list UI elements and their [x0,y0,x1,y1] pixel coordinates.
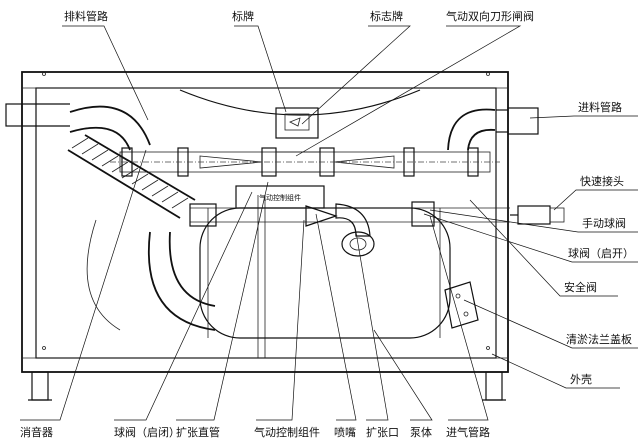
label-cleanout-flange-cover: 清淤法兰盖板 [566,332,632,346]
label-manual-ball-valve: 手动球阀 [582,216,626,230]
label-expansion-straight-pipe: 扩张直管 [176,425,220,439]
label-expansion-port: 扩张口 [366,425,399,439]
pump-body-graphic [86,207,451,339]
label-pneumatic-control-assembly: 气动控制组件 [254,425,320,439]
nameplate-graphic [275,107,319,139]
label-nameplate: 标牌 [232,9,254,23]
hopper-curve [179,89,421,116]
leader-lines [20,25,638,421]
flange-cover-graphic [444,281,479,329]
label-pump-body: 泵体 [410,425,432,439]
inner-box-label: 气动控制组件 [259,193,301,202]
label-logo-plate: 标志牌 [370,9,403,23]
feed-pipe-graphic [447,107,539,151]
control-box-graphic: 气动控制组件 [235,185,325,209]
label-quick-connector: 快速接头 [580,175,624,188]
discharge-pipe-graphic [5,103,196,219]
knife-valve-graphic [110,147,500,177]
housing-frame [21,71,509,401]
label-air-inlet-pipe: 进气管路 [446,425,490,439]
label-pneumatic-knife-valve: 气动双向刀形闸阀 [446,9,534,23]
label-ball-valve-open: 球阀（启开） [568,246,634,260]
label-discharge-pipe: 排料管路 [64,9,108,23]
label-nozzle: 喷嘴 [334,426,356,439]
label-muffler: 消音器 [20,425,53,439]
label-ball-valve-open-close: 球阀（启闭） [114,425,180,439]
nozzle-graphic [305,203,375,257]
air-line-graphic [189,201,565,227]
label-feed-pipe: 进料管路 [578,100,622,114]
label-safety-valve: 安全阀 [564,280,597,294]
label-housing: 外壳 [570,372,592,386]
